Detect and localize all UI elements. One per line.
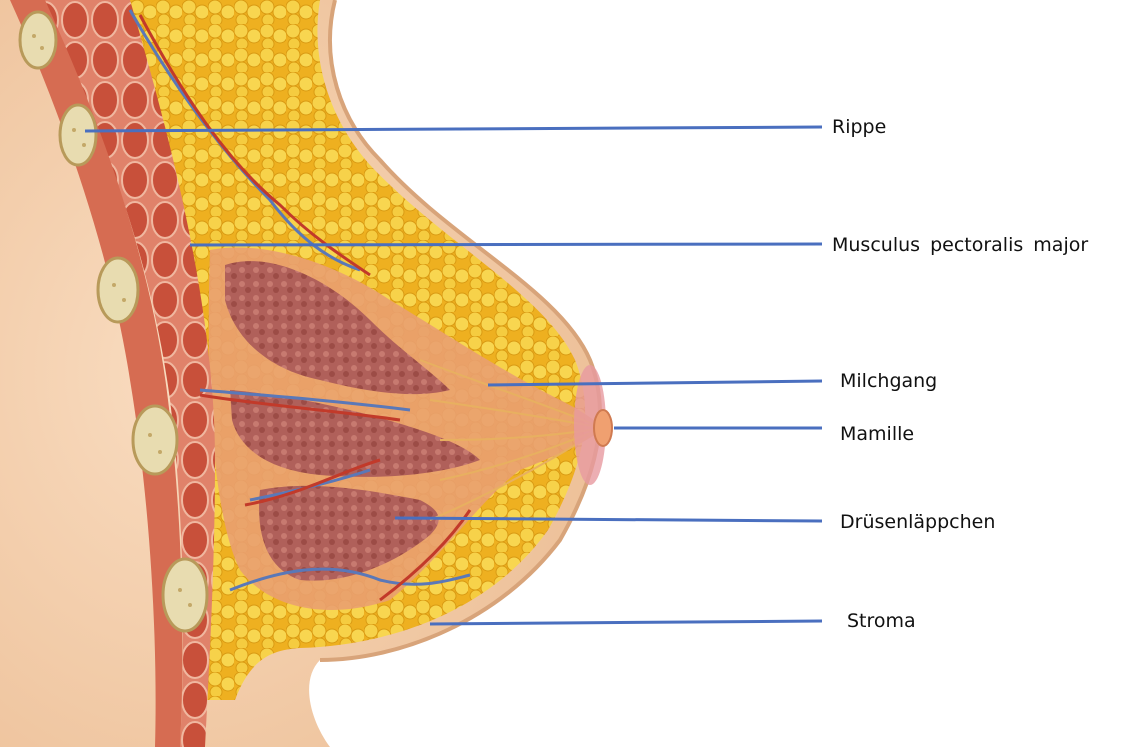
nipple bbox=[594, 410, 612, 446]
label-rippe: Rippe bbox=[832, 118, 886, 137]
leader-line-musculus bbox=[190, 244, 822, 245]
label-stroma: Stroma bbox=[847, 612, 916, 631]
leader-line-stroma bbox=[430, 621, 822, 624]
label-milchgang: Milchgang bbox=[840, 372, 937, 391]
label-druesenlaeppchen: Drüsenläppchen bbox=[840, 513, 995, 532]
label-musculus-pectoralis-major: Musculus pectoralis major bbox=[832, 236, 1088, 255]
label-mamille: Mamille bbox=[840, 425, 914, 444]
